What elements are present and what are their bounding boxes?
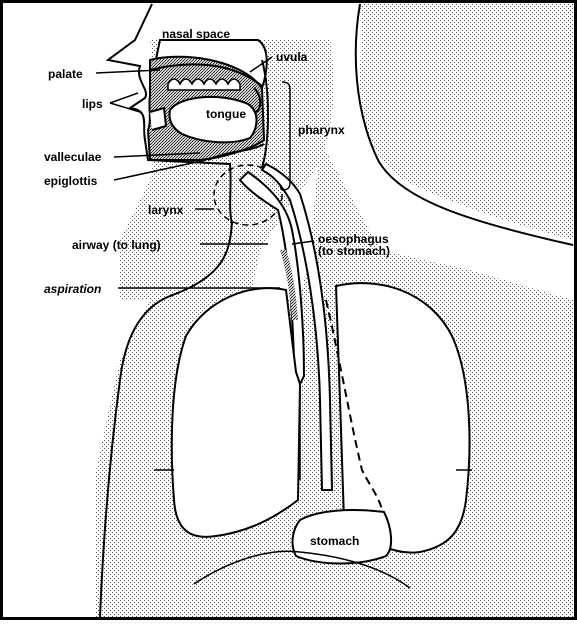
label-uvula: uvula [276,50,308,64]
label-stomach: stomach [310,534,359,548]
label-valleculae: valleculae [44,150,102,164]
lower-lip-detail [150,108,166,130]
label-oesophagus-sub: (to stomach) [318,244,390,258]
label-lips: lips [82,97,103,111]
label-nasal-space: nasal space [162,27,230,41]
label-larynx: larynx [148,203,184,217]
label-pharynx: pharynx [298,123,345,137]
label-epiglottis: epiglottis [44,174,98,188]
label-tongue: tongue [206,107,246,121]
label-aspiration: aspiration [44,282,101,296]
label-airway: airway (to lung) [72,238,161,252]
label-palate: palate [48,67,83,81]
